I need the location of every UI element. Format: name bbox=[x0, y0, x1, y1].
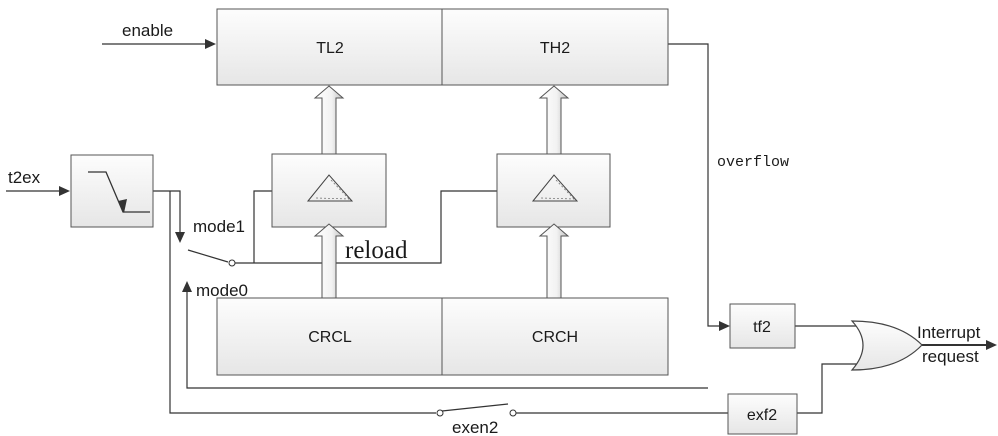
falling-edge-icon bbox=[88, 171, 150, 213]
enable-arrowhead bbox=[205, 39, 216, 49]
t2ex-arrowhead bbox=[59, 186, 70, 196]
exen2-switch-arm bbox=[441, 403, 509, 412]
tf2-label: tf2 bbox=[753, 319, 771, 336]
mode0-label: mode0 bbox=[196, 281, 248, 300]
reload-control-left-wire bbox=[253, 190, 272, 263]
exen2-input-wire bbox=[169, 191, 436, 414]
mode0-return-wire bbox=[186, 292, 708, 389]
th2-register bbox=[441, 8, 669, 86]
crch-register bbox=[441, 297, 669, 376]
mode1-label: mode1 bbox=[193, 217, 245, 236]
reload-arrow-crch-to-gate bbox=[538, 223, 570, 299]
mode0-arrowhead bbox=[182, 281, 192, 292]
th2-label: TH2 bbox=[540, 40, 570, 57]
reload-control-wire bbox=[235, 190, 497, 264]
interrupt-label-line1: Interrupt bbox=[917, 323, 981, 342]
reload-label: reload bbox=[345, 237, 408, 264]
reload-gate-low bbox=[271, 153, 387, 228]
exen2-label: exen2 bbox=[452, 418, 498, 436]
reload-arrow-gate-to-tl2 bbox=[313, 85, 345, 155]
or-gate bbox=[850, 320, 923, 371]
mode-switch-pivot bbox=[228, 259, 236, 267]
interrupt-arrowhead bbox=[986, 340, 997, 350]
tl2-register bbox=[216, 8, 443, 86]
exf2-to-or-wire bbox=[797, 363, 860, 414]
edge-out-wire bbox=[153, 190, 181, 232]
t2ex-edge-detector bbox=[70, 154, 154, 228]
tf2-arrowhead bbox=[719, 321, 730, 331]
exf2-flag bbox=[727, 393, 798, 435]
reload-arrow-gate-to-th2 bbox=[538, 85, 570, 155]
interrupt-label-line2: request bbox=[922, 347, 979, 366]
reload-gate-high bbox=[496, 153, 611, 228]
crch-label: CRCH bbox=[532, 329, 578, 346]
falling-edge-arrow-icon bbox=[118, 199, 127, 213]
exen2-switch-left-contact bbox=[436, 409, 444, 417]
tl2-label: TL2 bbox=[316, 40, 344, 57]
reload-arrow-crcl-to-gate bbox=[313, 223, 345, 299]
triangle-gate-icon bbox=[531, 174, 579, 202]
overflow-label: overflow bbox=[717, 154, 789, 171]
t2ex-label: t2ex bbox=[8, 168, 41, 187]
tf2-flag bbox=[729, 303, 796, 349]
overflow-wire bbox=[668, 43, 722, 327]
exen2-switch-right-contact bbox=[509, 409, 517, 417]
triangle-gate-icon bbox=[306, 174, 354, 202]
mode-switch-arm bbox=[187, 249, 229, 263]
crcl-label: CRCL bbox=[308, 329, 352, 346]
crcl-register bbox=[216, 297, 443, 376]
enable-label: enable bbox=[122, 21, 173, 40]
exf2-label: exf2 bbox=[747, 407, 777, 424]
mode1-arrowhead bbox=[175, 232, 185, 243]
